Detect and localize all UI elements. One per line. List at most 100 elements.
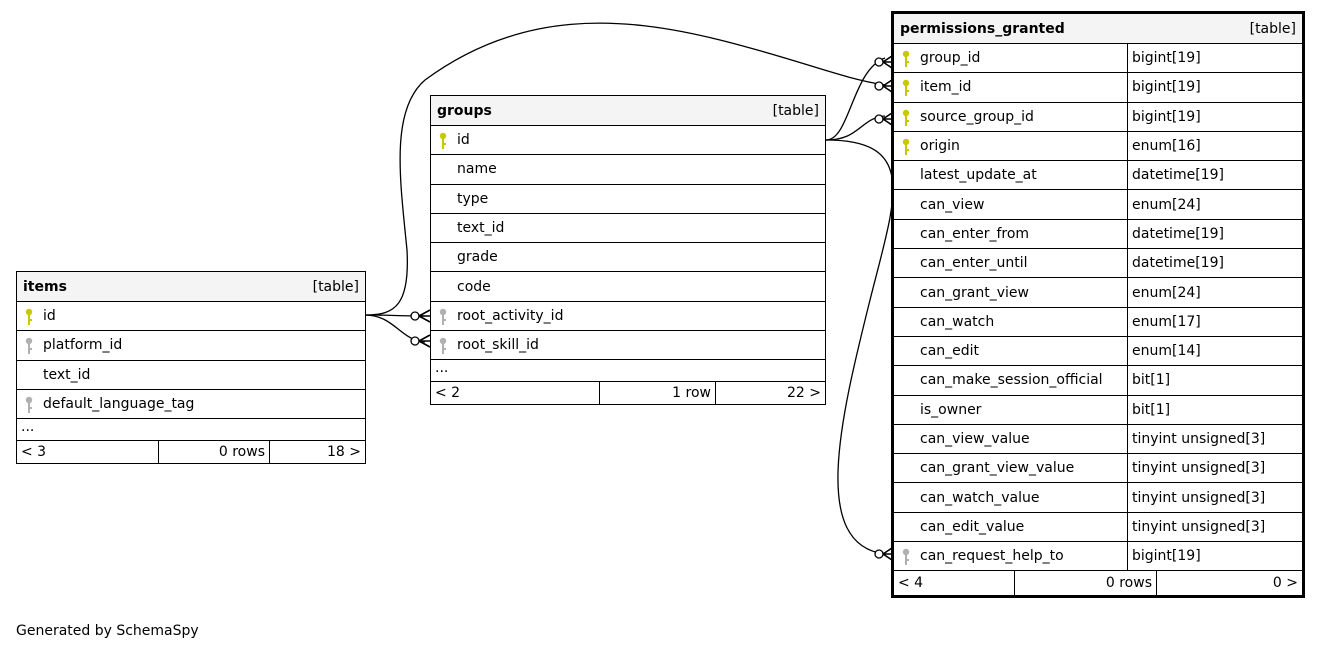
parents-link[interactable]: < 2	[435, 385, 461, 402]
column-name: is_owner	[894, 395, 1128, 424]
column-name: latest_update_at	[894, 161, 1128, 190]
column-name: text_id	[43, 366, 91, 383]
column-row[interactable]: id	[431, 126, 825, 156]
row-count: 0 rows	[1014, 571, 1156, 596]
column-name: can_watch	[894, 307, 1128, 336]
column-name: can_view	[894, 190, 1128, 219]
column-name: platform_id	[43, 337, 123, 354]
column-row[interactable]: code	[431, 272, 825, 302]
column-type: enum[17]	[1132, 313, 1201, 330]
more-columns: ...	[431, 360, 825, 383]
column-name: name	[457, 161, 497, 178]
column-row[interactable]: id	[17, 302, 365, 332]
column-name: can_enter_until	[894, 249, 1128, 278]
column-type: bit[1]	[1132, 372, 1171, 389]
column-type: enum[24]	[1132, 284, 1201, 301]
column-name: id	[457, 132, 470, 149]
table-header[interactable]: items [table]	[17, 272, 365, 302]
table-name[interactable]: permissions_granted	[900, 20, 1065, 37]
parents-link[interactable]: < 3	[21, 444, 47, 461]
column-row[interactable]: name	[431, 155, 825, 185]
column-type: enum[14]	[1132, 343, 1201, 360]
generated-by-note: Generated by SchemaSpy	[16, 623, 199, 639]
column-row[interactable]: grade	[431, 243, 825, 273]
column-row[interactable]: default_language_tag	[17, 390, 365, 420]
column-name: id	[43, 308, 56, 325]
column-name: can_grant_view_value	[894, 454, 1128, 483]
table-footer: < 2 1 row 22 >	[431, 382, 825, 405]
column-type: datetime[19]	[1132, 225, 1224, 242]
column-type: bigint[19]	[1132, 50, 1201, 67]
edge-groups-id-to-permissions-group-id	[825, 57, 886, 141]
column-type: tinyint unsigned[3]	[1132, 460, 1266, 477]
column-row[interactable]: root_skill_id	[431, 331, 825, 361]
edge-groups-id-to-permissions-help-to	[825, 139, 894, 555]
column-name: type	[457, 190, 489, 207]
table-kind: [table]	[772, 102, 819, 119]
column-name: item_id	[894, 73, 1128, 102]
children-link[interactable]: 0 >	[1156, 571, 1302, 596]
table-header[interactable]: groups [table]	[431, 96, 825, 126]
column-type: tinyint unsigned[3]	[1132, 489, 1266, 506]
column-name: can_request_help_to	[894, 542, 1128, 571]
column-type: bigint[19]	[1132, 548, 1201, 565]
column-type: bit[1]	[1132, 401, 1171, 418]
column-name: can_edit	[894, 336, 1128, 366]
column-type: tinyint unsigned[3]	[1132, 518, 1266, 535]
table-header[interactable]: permissions_granted [table]	[894, 14, 1302, 44]
row-count: 1 row	[599, 382, 715, 405]
column-name: code	[457, 278, 491, 295]
edge-items-id-to-permissions-item-id	[365, 22, 886, 316]
column-row[interactable]: type	[431, 185, 825, 214]
column-row[interactable]: text_id	[17, 361, 365, 390]
column-name: can_grant_view	[894, 278, 1128, 307]
table-kind: [table]	[1249, 20, 1296, 37]
more-columns: ...	[17, 419, 365, 442]
parents-link[interactable]: < 4	[898, 575, 924, 592]
column-type: datetime[19]	[1132, 167, 1224, 184]
column-type: enum[16]	[1132, 138, 1201, 155]
table-name[interactable]: groups	[437, 102, 492, 119]
column-name: can_enter_from	[894, 219, 1128, 249]
column-row[interactable]: platform_id	[17, 331, 365, 361]
column-type: datetime[19]	[1132, 255, 1224, 272]
column-name: root_activity_id	[457, 307, 564, 324]
column-type: enum[24]	[1132, 196, 1201, 213]
column-name: can_make_session_official	[894, 366, 1128, 395]
column-row[interactable]: text_id	[431, 214, 825, 244]
row-count: 0 rows	[158, 441, 269, 464]
children-link[interactable]: 22 >	[715, 382, 825, 405]
table-name[interactable]: items	[23, 278, 67, 295]
column-name: group_id	[894, 44, 1128, 73]
column-row[interactable]: root_activity_id	[431, 302, 825, 332]
column-name: root_skill_id	[457, 337, 539, 354]
children-link[interactable]: 18 >	[269, 441, 365, 464]
table-kind: [table]	[312, 278, 359, 295]
table-footer: < 3 0 rows 18 >	[17, 441, 365, 464]
column-type: bigint[19]	[1132, 108, 1201, 125]
column-name: can_watch_value	[894, 483, 1128, 512]
column-name: text_id	[457, 220, 505, 237]
